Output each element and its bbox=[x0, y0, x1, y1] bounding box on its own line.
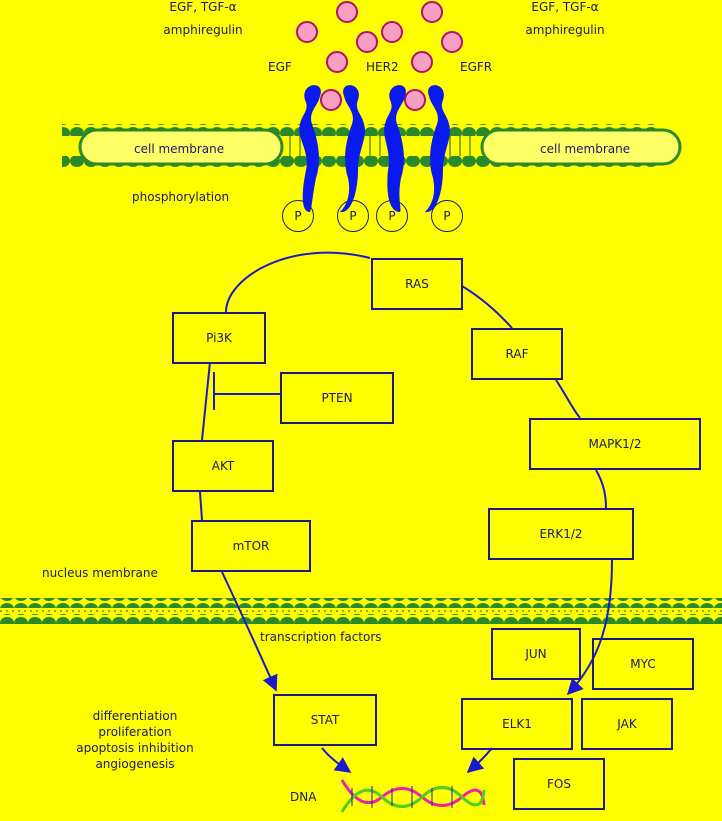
dna-helix bbox=[340, 779, 486, 813]
node-akt: AKT bbox=[172, 440, 274, 492]
receptor-label-egf: EGF bbox=[268, 60, 292, 74]
phosphate-circle: P bbox=[431, 200, 463, 232]
cell-membrane bbox=[62, 124, 682, 168]
phosphate-label: P bbox=[388, 209, 396, 223]
phosphate-circle: P bbox=[376, 200, 408, 232]
outcome-item: differentiation bbox=[92, 709, 178, 723]
ligand-right-line1: EGF, TGF-α bbox=[531, 0, 599, 14]
ligand-label-right: EGF, TGF-α amphiregulin bbox=[524, 0, 606, 37]
phosphate-label: P bbox=[294, 209, 302, 223]
receptor-label-egfr: EGFR bbox=[460, 60, 493, 74]
node-fos: FOS bbox=[513, 758, 605, 810]
cell-membrane-label-left: cell membrane bbox=[134, 142, 225, 156]
node-pi3k: Pi3K bbox=[172, 312, 266, 364]
node-elk1: ELK1 bbox=[461, 698, 573, 750]
ligand-particles bbox=[296, 1, 463, 111]
pathway-lines bbox=[199, 251, 613, 774]
node-myc: MYC bbox=[592, 638, 694, 690]
receptor-dimers bbox=[299, 85, 450, 213]
node-mtor: mTOR bbox=[191, 520, 311, 572]
nucleus-membrane-label: nucleus membrane bbox=[42, 566, 158, 580]
transcription-factors-label: transcription factors bbox=[260, 630, 382, 644]
dna-label: DNA bbox=[290, 790, 317, 804]
ligand-right-line2: amphiregulin bbox=[525, 23, 605, 37]
ligand-left-line2: amphiregulin bbox=[163, 23, 243, 37]
node-erk: ERK1/2 bbox=[488, 508, 634, 560]
outcome-item: proliferation bbox=[98, 725, 172, 739]
nucleus-membrane bbox=[0, 598, 722, 624]
outcomes-list: differentiation proliferation apoptosis … bbox=[70, 708, 200, 772]
cell-membrane-label-right: cell membrane bbox=[540, 142, 631, 156]
node-stat: STAT bbox=[273, 694, 377, 746]
phosphate-label: P bbox=[349, 209, 357, 223]
node-jak: JAK bbox=[581, 698, 673, 750]
phosphate-circle: P bbox=[282, 200, 314, 232]
node-ras: RAS bbox=[371, 258, 463, 310]
phosphorylation-label: phosphorylation bbox=[132, 190, 230, 204]
node-pten: PTEN bbox=[280, 372, 394, 424]
outcome-item: apoptosis inhibition bbox=[76, 741, 194, 755]
ligand-label-left: EGF, TGF-α amphiregulin bbox=[162, 0, 244, 37]
node-mapk: MAPK1/2 bbox=[529, 418, 701, 470]
phosphate-circle: P bbox=[337, 200, 369, 232]
node-raf: RAF bbox=[471, 328, 563, 380]
outcome-item: angiogenesis bbox=[95, 757, 175, 771]
receptor-label-her2: HER2 bbox=[366, 60, 399, 74]
ligand-left-line1: EGF, TGF-α bbox=[169, 0, 237, 14]
phosphate-label: P bbox=[443, 209, 451, 223]
node-jun: JUN bbox=[491, 628, 581, 680]
